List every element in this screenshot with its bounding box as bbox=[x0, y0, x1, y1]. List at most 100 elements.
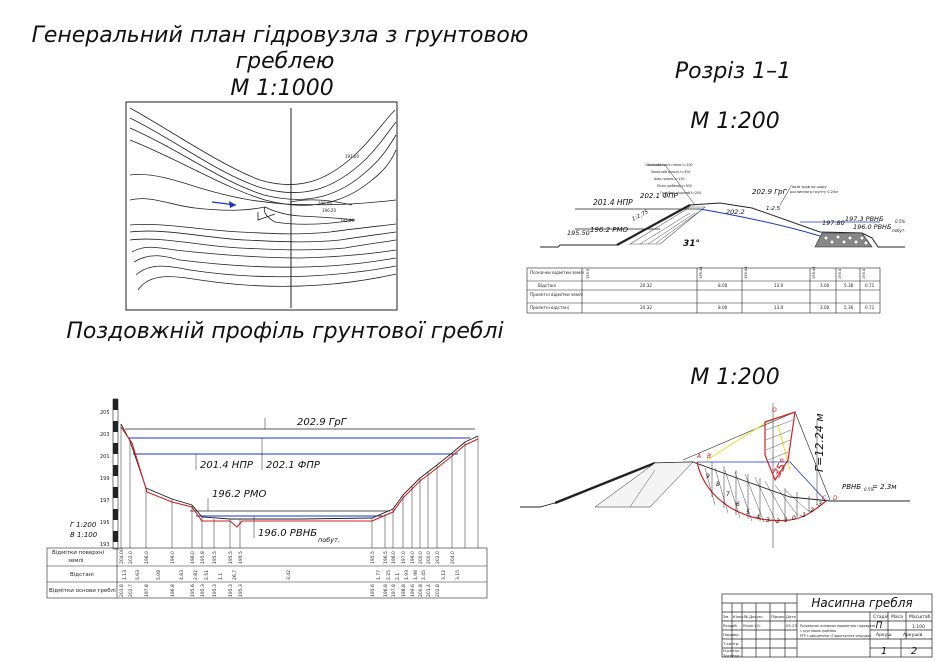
dam-outline bbox=[540, 202, 905, 248]
section-proj-dist-4: 3.00 bbox=[820, 305, 830, 310]
stability-rvnb-val: = 2.3м bbox=[872, 483, 897, 491]
base-mark-11: 197.8 bbox=[391, 584, 397, 597]
profile-table-label-3: Відмітки основи греблі bbox=[49, 588, 116, 594]
profile-table-label-1: Відмітки поверхні bbox=[52, 550, 105, 556]
tb-col-scale: Масштаб bbox=[909, 614, 931, 620]
scale-h: Г 1:200 bbox=[70, 521, 97, 529]
surface-mark-0: 204.00 bbox=[119, 548, 125, 564]
slice-number-4: 5 bbox=[746, 509, 750, 516]
profile-fpr-label: 202.1 ФПР bbox=[266, 460, 321, 471]
tb-role-4: Затверд. bbox=[723, 653, 741, 658]
section-dist-6: 0.71 bbox=[865, 283, 875, 288]
surface-mark-15: 200.0 bbox=[426, 551, 432, 564]
base-mark-4: 195.6 bbox=[190, 584, 196, 597]
profile-table-label-2: Відстані bbox=[70, 572, 94, 578]
tb-role-2: Т.контр. bbox=[722, 641, 739, 646]
section-fpr-label: 202.1 ФПР bbox=[640, 192, 679, 200]
toe-drain-stones bbox=[823, 234, 869, 246]
slice-number-5: 4 bbox=[756, 514, 760, 521]
plan-frame bbox=[125, 101, 398, 311]
tb-sheets-label: Аркушів bbox=[903, 632, 923, 638]
stability-rvnb-sub: 0.5% bbox=[864, 487, 874, 492]
profile-rvnb-label: 196.0 РВНБ bbox=[258, 528, 317, 539]
longitudinal-profile: 205 203 201 199 197 195 193 Г 1:200 В 1:… bbox=[46, 398, 488, 599]
surface-mark-11: 196.0 bbox=[391, 551, 397, 564]
section-mark-2: 195.44 bbox=[699, 266, 703, 279]
distance-9: 1.77 bbox=[376, 570, 382, 580]
tb-col-stage: Стадія bbox=[873, 614, 889, 620]
axis-tick-199: 199 bbox=[100, 476, 110, 482]
profile-title: Поздовжній профіль грунтової греблі bbox=[66, 319, 503, 344]
distance-13: 1.98 bbox=[413, 570, 419, 580]
distance-5: 2.51 bbox=[204, 570, 210, 580]
base-mark-7: 195.3 bbox=[228, 584, 234, 597]
section-rvnb-bottom-label: 196.0 РВНБ bbox=[853, 223, 892, 231]
base-mark-8: 195.3 bbox=[238, 584, 244, 597]
tb-role-3: Н.контр. bbox=[723, 648, 740, 653]
base-mark-6: 195.3 bbox=[212, 584, 218, 597]
surface-mark-13: 199.0 bbox=[410, 551, 416, 564]
section-slope-right: 1:2.5 bbox=[766, 206, 781, 212]
phreatic-line bbox=[699, 208, 821, 237]
plan-contour-label-3: 195.00 bbox=[340, 218, 354, 223]
slice-number-0: 9 bbox=[706, 473, 710, 480]
section-dist-5: 5.36 bbox=[844, 283, 854, 288]
section-scale: М 1:200 bbox=[690, 109, 779, 134]
callout-1: Залізобетонні плити t=100 bbox=[647, 163, 693, 167]
section-table-grid bbox=[526, 267, 881, 314]
section-right-note-1: Посів трав по шару bbox=[790, 185, 827, 189]
tb-header-4: Підпис bbox=[771, 614, 785, 619]
yellow-line bbox=[706, 419, 771, 461]
section-grg-label: 202.9 ГрГ bbox=[752, 188, 788, 196]
distance-4: 2.82 bbox=[193, 570, 199, 580]
distance-6: 1.1 bbox=[218, 573, 224, 580]
tb-desc-1: Розрахунок основних параметрів гідровузл… bbox=[800, 624, 875, 628]
section-left-base-label: 195.50 bbox=[567, 229, 590, 237]
flow-arrow-head bbox=[229, 201, 236, 208]
axis-tick-195: 195 bbox=[100, 520, 110, 526]
distance-7: 26.7 bbox=[232, 570, 238, 580]
base-mark-10: 196.8 bbox=[383, 584, 389, 597]
section-row-label-4: Проектні відстані bbox=[530, 305, 569, 310]
distance-16: 3.15 bbox=[455, 570, 461, 580]
section-dist-1: 20.32 bbox=[640, 283, 652, 288]
critical-zone bbox=[764, 411, 796, 482]
tb-header-5: Дата bbox=[786, 614, 796, 619]
stability-upstream-slope bbox=[554, 461, 656, 505]
profile-table-grid bbox=[46, 547, 488, 599]
section-row-label-3: Проектні відмітки землі bbox=[530, 292, 583, 297]
section-proj-dist-3: 13.0 bbox=[774, 305, 784, 310]
core-hatch bbox=[639, 210, 701, 245]
section-rvnb-top-sub: 0.5% bbox=[895, 219, 905, 224]
base-mark-3: 196.8 bbox=[170, 584, 176, 597]
base-mark-12: 198.8 bbox=[401, 584, 407, 597]
section-mark-4: 195.44 bbox=[812, 266, 816, 279]
surface-mark-1: 202.0 bbox=[128, 551, 134, 564]
section-dist-2: 8.00 bbox=[718, 283, 728, 288]
scale-v: В 1:100 bbox=[70, 531, 98, 539]
stability-core bbox=[594, 461, 694, 508]
section-slope-left: 1:2.75 bbox=[631, 209, 650, 223]
section-right-base-label: 197.80 bbox=[822, 219, 845, 227]
slice-number-8: 1 bbox=[784, 517, 788, 524]
upstream-slope bbox=[616, 204, 691, 246]
section-proj-dist-6: 0.71 bbox=[865, 305, 875, 310]
axis-tick-203: 203 bbox=[100, 432, 110, 438]
section-dist-3: 13.0 bbox=[774, 283, 784, 288]
surface-mark-12: 197.0 bbox=[401, 551, 407, 564]
axis-tick-201: 201 bbox=[100, 454, 110, 460]
base-mark-16: 202.8 bbox=[435, 584, 441, 597]
distance-2: 5.08 bbox=[156, 570, 162, 580]
surface-mark-5: 195.8 bbox=[200, 551, 206, 564]
surface-mark-16: 202.0 bbox=[435, 551, 441, 564]
section-proj-dist-2: 8.00 bbox=[718, 305, 728, 310]
section-dist-4: 3.00 bbox=[820, 283, 830, 288]
ruler-blocks bbox=[113, 399, 118, 542]
plan-contour-label-4: 197.00 bbox=[345, 154, 359, 159]
line-oa bbox=[682, 411, 796, 461]
section-row-label-1: Позначки відмітки землі bbox=[530, 270, 584, 275]
tb-author-role: Розроб. bbox=[723, 623, 738, 628]
tb-header-1: Зм. bbox=[723, 614, 730, 619]
section-title: Розріз 1–1 bbox=[675, 59, 791, 84]
